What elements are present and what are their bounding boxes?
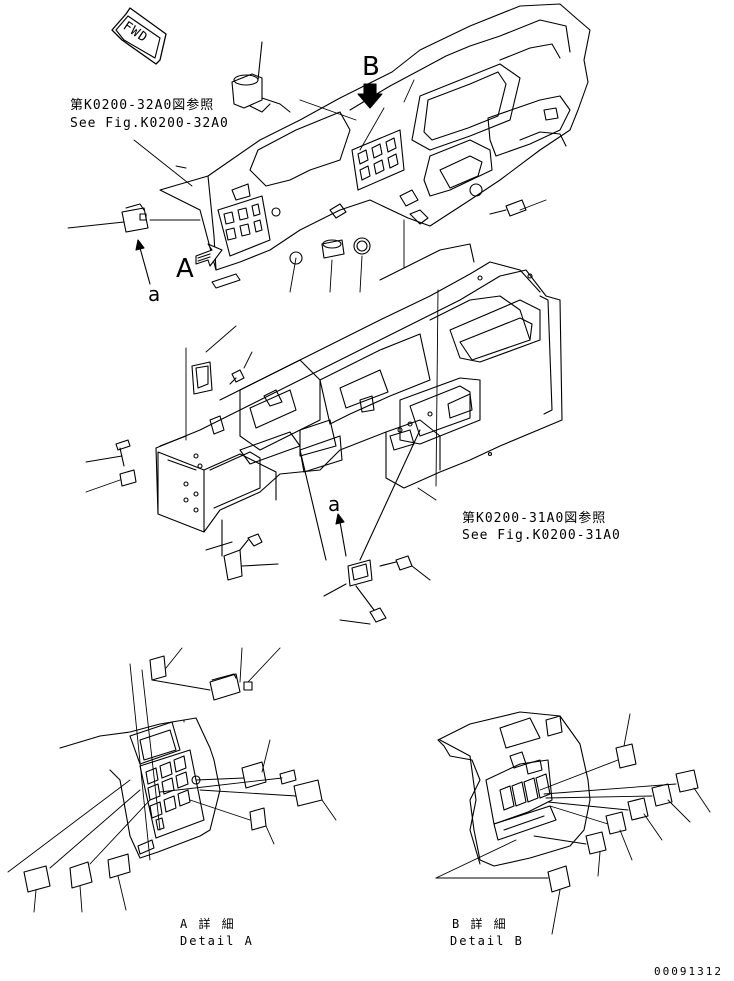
see-fig-2-jp: 第K0200-31A0図参照 bbox=[462, 511, 607, 526]
detail-a-drawing bbox=[23, 655, 323, 893]
fwd-arrow-icon bbox=[111, 7, 167, 65]
view-a-label: A bbox=[176, 254, 194, 284]
part-number: 00091312 bbox=[654, 965, 723, 978]
detail-a-jp: A 詳 細 bbox=[180, 917, 236, 931]
arrow-up-icon bbox=[135, 239, 151, 285]
detail-b-drawing bbox=[437, 711, 699, 893]
ref-a-lower-label: a bbox=[328, 492, 341, 516]
detail-a-leaders bbox=[7, 647, 337, 913]
view-b-label: B bbox=[362, 52, 380, 82]
see-fig-1-en: See Fig.K0200-32A0 bbox=[70, 116, 229, 131]
detail-a-en: Detail A bbox=[180, 934, 254, 948]
switch-part bbox=[121, 203, 149, 233]
clip-part bbox=[115, 439, 137, 487]
relay-part bbox=[191, 361, 213, 395]
ref-leaders bbox=[175, 165, 437, 501]
see-fig-2-en: See Fig.K0200-31A0 bbox=[462, 528, 621, 543]
ignition-switch bbox=[231, 41, 291, 113]
frame-assembly bbox=[155, 243, 563, 533]
lower-center-parts bbox=[299, 429, 431, 625]
ref-a-upper-label: a bbox=[148, 282, 161, 306]
arrow-a-icon bbox=[195, 243, 223, 267]
small-parts-row bbox=[211, 199, 527, 289]
lower-left-parts bbox=[205, 519, 279, 581]
arrow-up-icon-2 bbox=[335, 513, 347, 557]
dashboard-upper bbox=[159, 3, 591, 271]
detail-b-leaders bbox=[435, 713, 711, 935]
detail-b-en: Detail B bbox=[450, 934, 524, 948]
see-fig-1-jp: 第K0200-32A0図参照 bbox=[70, 98, 215, 113]
detail-b-jp: B 詳 細 bbox=[452, 917, 508, 931]
screw-part bbox=[229, 369, 245, 385]
arrow-b-icon bbox=[357, 83, 383, 109]
